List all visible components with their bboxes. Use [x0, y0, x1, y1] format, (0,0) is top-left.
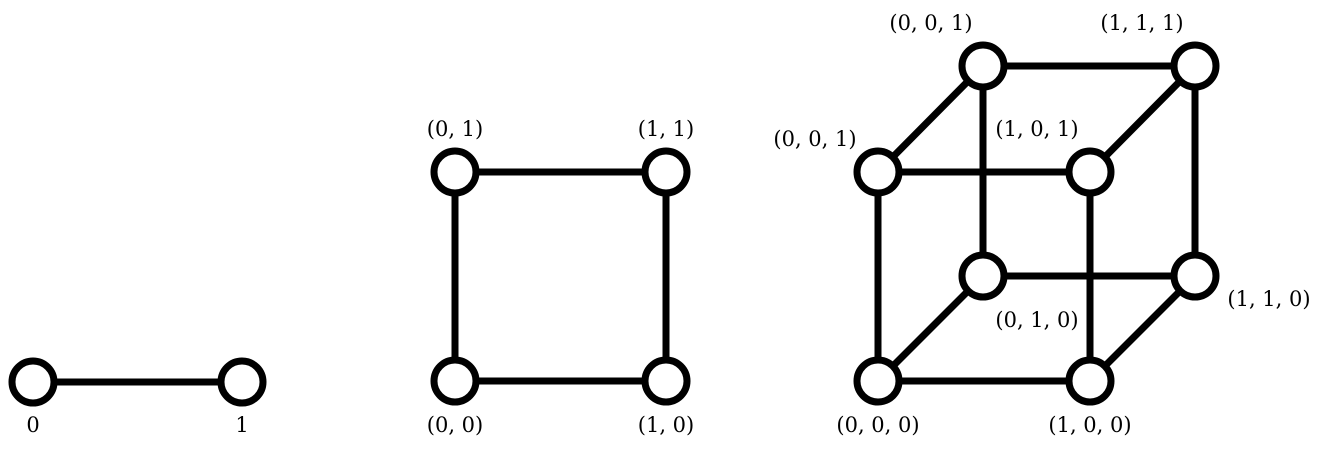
vertex-label-c001_front: (0, 0, 1) — [773, 127, 856, 151]
vertex-label-c000: (0, 0, 0) — [836, 413, 919, 437]
edge-c100-c110 — [1086, 272, 1199, 385]
vertex-s10 — [641, 356, 691, 406]
vertex-label-c010: (0, 1, 0) — [995, 308, 1078, 332]
vertex-c101 — [1065, 147, 1115, 197]
vertex-label-s00: (0, 0) — [427, 413, 483, 437]
vertex-label-s10: (1, 0) — [638, 413, 694, 437]
vertex-n0 — [8, 357, 58, 407]
labels-layer: 0 1 (0, 0) (1, 0) (0, 1) (1, 1) (0, 0, 0) (1, 0… — [26, 11, 1310, 437]
edge-c000-c010 — [874, 272, 987, 385]
vertex-label-n1: 1 — [235, 413, 248, 437]
vertex-c001_back — [958, 41, 1008, 91]
vertex-label-c001_back: (0, 0, 1) — [889, 11, 972, 35]
vertex-s11 — [641, 147, 691, 197]
nodes-layer — [8, 41, 1220, 407]
vertex-label-s11: (1, 1) — [638, 117, 694, 141]
vertex-s00 — [430, 356, 480, 406]
edges-layer — [29, 62, 1199, 386]
vertex-c010 — [958, 251, 1008, 301]
vertex-c001_front — [853, 147, 903, 197]
vertex-c100 — [1065, 356, 1115, 406]
vertex-label-c101: (1, 0, 1) — [995, 117, 1078, 141]
vertex-c110 — [1170, 251, 1220, 301]
vertex-label-c100: (1, 0, 0) — [1048, 413, 1131, 437]
vertex-s01 — [430, 147, 480, 197]
vertex-c111 — [1170, 41, 1220, 91]
vertex-n1 — [217, 357, 267, 407]
vertex-label-s01: (0, 1) — [427, 117, 483, 141]
vertex-label-n0: 0 — [26, 413, 39, 437]
vertex-label-c111: (1, 1, 1) — [1100, 11, 1183, 35]
vertex-label-c110: (1, 1, 0) — [1227, 287, 1310, 311]
edge-c001_front-c001_back — [874, 62, 987, 176]
edge-c101-c111 — [1086, 62, 1199, 176]
vertex-c000 — [853, 356, 903, 406]
